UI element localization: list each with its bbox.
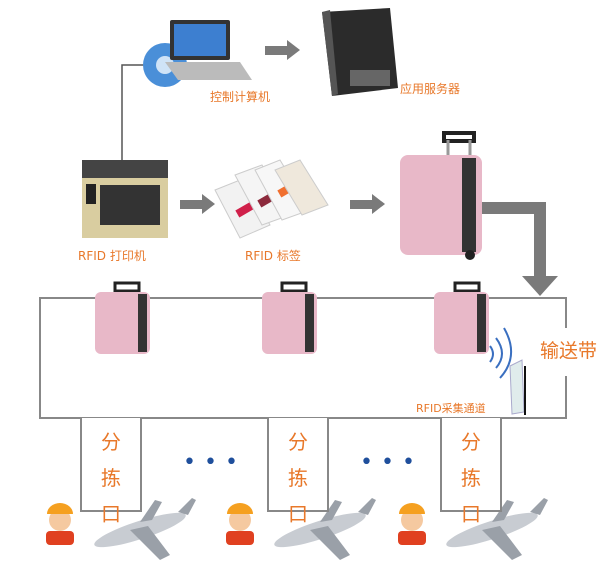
down-arrow-icon — [482, 202, 558, 296]
printer-label: RFID 打印机 — [78, 249, 146, 263]
conveyor-label: 输送带 — [540, 336, 598, 363]
arrow-icon — [350, 194, 385, 214]
airplane-icon — [274, 498, 376, 560]
sorting-chute: 分拣口 — [440, 418, 502, 526]
arrow-icon — [265, 40, 300, 60]
airplane-icon — [446, 498, 548, 560]
rfid-tags-icon — [214, 159, 329, 239]
suitcase-icon — [434, 281, 489, 354]
suitcase-icon — [95, 281, 150, 354]
rfid-printer-icon — [82, 160, 168, 238]
server-label: 应用服务器 — [400, 82, 461, 96]
sorting-chute: 分拣口 — [267, 418, 329, 526]
connector-line — [121, 64, 150, 160]
worker-icon — [398, 503, 426, 545]
worker-icon — [226, 503, 254, 545]
rfid-reader-icon — [509, 359, 526, 415]
suitcase-icon — [262, 281, 317, 354]
rfid-wave-icon — [489, 327, 512, 379]
suitcase-icon — [400, 131, 482, 260]
rfid-channel-label: RFID采集通道 — [416, 402, 486, 415]
ellipsis-dots: ••• — [183, 450, 246, 475]
airplane-icon — [94, 498, 196, 560]
arrow-icon — [180, 194, 215, 214]
server-icon — [322, 8, 398, 96]
conveyor-belt — [39, 297, 567, 419]
computer-icon — [143, 20, 252, 87]
sorting-chute: 分拣口 — [80, 418, 142, 526]
tag-label: RFID 标签 — [245, 249, 301, 263]
computer-label: 控制计算机 — [210, 90, 271, 104]
ellipsis-dots: ••• — [360, 450, 423, 475]
worker-icon — [46, 503, 74, 545]
